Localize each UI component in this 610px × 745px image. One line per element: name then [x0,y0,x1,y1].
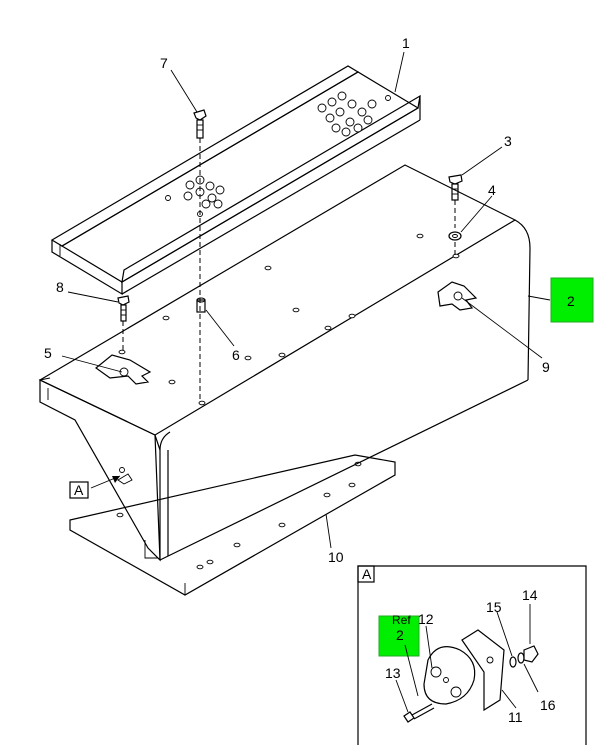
ref-box-detail[interactable]: Ref 2 [378,613,420,657]
callout-14: 14 [522,587,538,603]
main-housing [38,164,531,562]
callout-12: 12 [418,611,434,627]
ref-box-main[interactable]: 2 [550,277,594,323]
callout-5: 5 [44,345,52,361]
clip-9 [437,281,478,311]
washer-4 [448,231,462,255]
washer-cluster-right [317,91,377,137]
callout-6: 6 [232,347,240,363]
base-plate [69,454,396,596]
callout-10: 10 [328,549,344,565]
screw-3 [448,174,463,228]
callout-13: 13 [385,665,401,681]
spacer-6 [196,297,206,313]
ref-box-main-label: 2 [567,293,575,309]
screw-7 [193,109,207,400]
callout-11: 11 [508,709,523,725]
leader-lines [61,51,551,549]
callout-7: 7 [160,55,168,71]
detail-a-letter: A [362,566,372,582]
svg-text:A: A [74,482,84,498]
ref-text: Ref [392,613,411,627]
screw-8 [117,295,130,350]
ref-box-detail-label: 2 [396,627,404,643]
callout-9: 9 [542,359,550,375]
clip-5 [95,354,152,385]
channel-rail [50,65,421,296]
callout-8: 8 [56,279,64,295]
callout-4: 4 [488,182,496,198]
callout-3: 3 [504,133,512,149]
washer-cluster-left [183,175,225,209]
callout-15: 15 [486,599,502,615]
detail-a-view: A Ref 2 12 15 14 16 11 [357,565,587,745]
view-a-label: A [69,481,89,499]
callout-16: 16 [540,697,556,713]
callout-1: 1 [402,35,410,51]
